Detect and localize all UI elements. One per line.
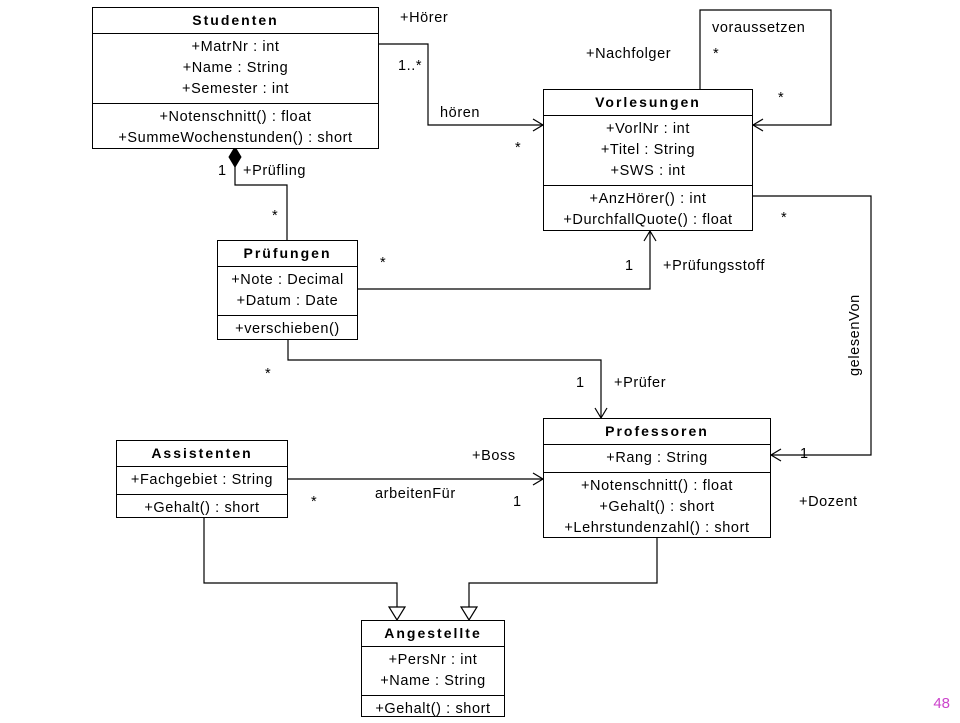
- operation: +Gehalt() : short: [144, 500, 260, 516]
- operations-section: +Notenschnitt() : float +Gehalt() : shor…: [544, 473, 770, 542]
- operation: +DurchfallQuote() : float: [563, 212, 733, 228]
- operation: +verschieben(): [235, 321, 340, 337]
- class-name: Professoren: [544, 419, 770, 445]
- voraussetzen-association-label: voraussetzen: [712, 20, 806, 36]
- hoerer-multiplicity: 1..*: [398, 58, 423, 74]
- attribute: +SWS : int: [610, 163, 686, 179]
- dozent-role-label: +Dozent: [799, 494, 858, 510]
- attribute: +Fachgebiet : String: [130, 472, 274, 488]
- pruefungen-vorlesungen-multiplicity: *: [380, 255, 387, 271]
- pruefungsstoff-role-label: +Prüfungsstoff: [663, 258, 766, 274]
- operation: +Gehalt() : short: [599, 499, 715, 515]
- hoeren-line: [379, 43, 543, 126]
- pruefungen-studenten-multiplicity: *: [272, 208, 279, 224]
- composition-diamond: [228, 146, 242, 168]
- attributes-section: +MatrNr : int +Name : String +Semester :…: [93, 34, 378, 104]
- pruefungsstoff-arrow: [643, 229, 657, 242]
- attributes-section: +Rang : String: [544, 445, 770, 473]
- pruefer-multiplicity: 1: [576, 375, 585, 391]
- attribute: +VorlNr : int: [606, 121, 690, 137]
- boss-multiplicity: 1: [513, 494, 522, 510]
- pruefling-multiplicity: 1: [218, 163, 227, 179]
- class-pruefungen: Prüfungen +Note : Decimal +Datum : Date …: [217, 240, 358, 340]
- attributes-section: +PersNr : int +Name : String: [362, 647, 504, 696]
- voraussetzen-line: [699, 9, 832, 126]
- operation: +Gehalt() : short: [375, 701, 491, 717]
- professoren-generalization-triangle: [459, 606, 479, 622]
- voraussetzen-multiplicity-right: *: [778, 90, 785, 106]
- assistenten-generalization-triangle: [387, 606, 407, 622]
- class-name: Studenten: [93, 8, 378, 34]
- attribute: +Titel : String: [600, 142, 696, 158]
- operation: +SummeWochenstunden() : short: [118, 130, 353, 146]
- attribute: +Name : String: [182, 60, 289, 76]
- boss-role-label: +Boss: [472, 448, 516, 464]
- operations-section: +Gehalt() : short: [117, 495, 287, 522]
- voraussetzen-multiplicity-top: *: [713, 46, 720, 62]
- operations-section: +AnzHörer() : int +DurchfallQuote() : fl…: [544, 186, 752, 234]
- gelesenvon-arrow: [769, 448, 782, 462]
- class-professoren: Professoren +Rang : String +Notenschnitt…: [543, 418, 771, 538]
- attribute: +Rang : String: [606, 450, 708, 466]
- class-name: Vorlesungen: [544, 90, 752, 116]
- hoerer-role-label: +Hörer: [400, 10, 449, 26]
- assistenten-multiplicity: *: [311, 494, 318, 510]
- attributes-section: +Note : Decimal +Datum : Date: [218, 267, 357, 316]
- class-angestellte: Angestellte +PersNr : int +Name : String…: [361, 620, 505, 717]
- nachfolger-role-label: +Nachfolger: [586, 46, 672, 62]
- operation: +Notenschnitt() : float: [159, 109, 312, 125]
- voraussetzen-arrow: [751, 118, 764, 132]
- attribute: +PersNr : int: [388, 652, 478, 668]
- professoren-dozent-multiplicity: 1: [800, 446, 809, 462]
- attribute: +Note : Decimal: [231, 272, 344, 288]
- hoeren-multiplicity: *: [515, 140, 522, 156]
- gelesenvon-association-label: gelesenVon: [847, 294, 863, 376]
- operations-section: +verschieben(): [218, 316, 357, 343]
- class-name: Assistenten: [117, 441, 287, 467]
- class-name: Angestellte: [362, 621, 504, 647]
- gelesenvon-line: [753, 195, 872, 456]
- pruefungsstoff-line: [358, 231, 651, 290]
- attribute: +Semester : int: [182, 81, 289, 97]
- class-studenten: Studenten +MatrNr : int +Name : String +…: [92, 7, 379, 149]
- pruefer-role-label: +Prüfer: [614, 375, 667, 391]
- operation: +Notenschnitt() : float: [580, 478, 734, 494]
- class-vorlesungen: Vorlesungen +VorlNr : int +Titel : Strin…: [543, 89, 753, 231]
- pruefling-line: [234, 166, 288, 240]
- operation: +AnzHörer() : int: [589, 191, 707, 207]
- pruefer-line: [287, 340, 602, 418]
- page-number: 48: [933, 695, 950, 712]
- pruefungen-professoren-multiplicity: *: [265, 366, 272, 382]
- operations-section: +Notenschnitt() : float +SummeWochenstun…: [93, 104, 378, 152]
- attribute: +Name : String: [380, 673, 486, 689]
- attribute: +Datum : Date: [236, 293, 339, 309]
- professoren-generalization-line: [468, 538, 658, 607]
- arbeitenfuer-association-label: arbeitenFür: [375, 486, 456, 502]
- assistenten-generalization-line: [203, 518, 398, 607]
- class-assistenten: Assistenten +Fachgebiet : String +Gehalt…: [116, 440, 288, 518]
- pruefling-role-label: +Prüfling: [243, 163, 307, 179]
- attributes-section: +Fachgebiet : String: [117, 467, 287, 495]
- operation: +Lehrstundenzahl() : short: [564, 520, 750, 536]
- operations-section: +Gehalt() : short: [362, 696, 504, 723]
- hoeren-association-label: hören: [440, 105, 481, 121]
- attributes-section: +VorlNr : int +Titel : String +SWS : int: [544, 116, 752, 186]
- class-name: Prüfungen: [218, 241, 357, 267]
- pruefungsstoff-multiplicity: 1: [625, 258, 634, 274]
- attribute: +MatrNr : int: [191, 39, 280, 55]
- vorlesungen-professoren-multiplicity: *: [781, 210, 788, 226]
